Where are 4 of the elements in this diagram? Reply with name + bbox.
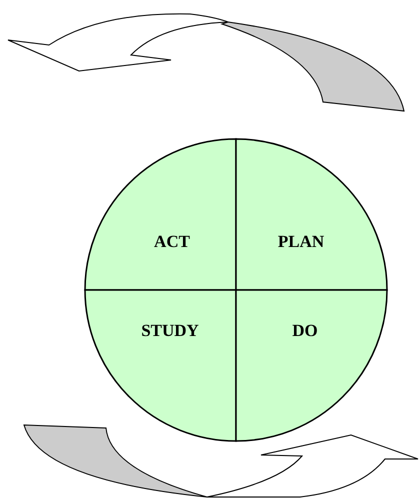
- quadrant-label: PLAN: [278, 232, 324, 252]
- quadrant-label: STUDY: [141, 321, 199, 341]
- quadrant-label: ACT: [154, 232, 190, 252]
- quadrant-label: DO: [292, 321, 318, 341]
